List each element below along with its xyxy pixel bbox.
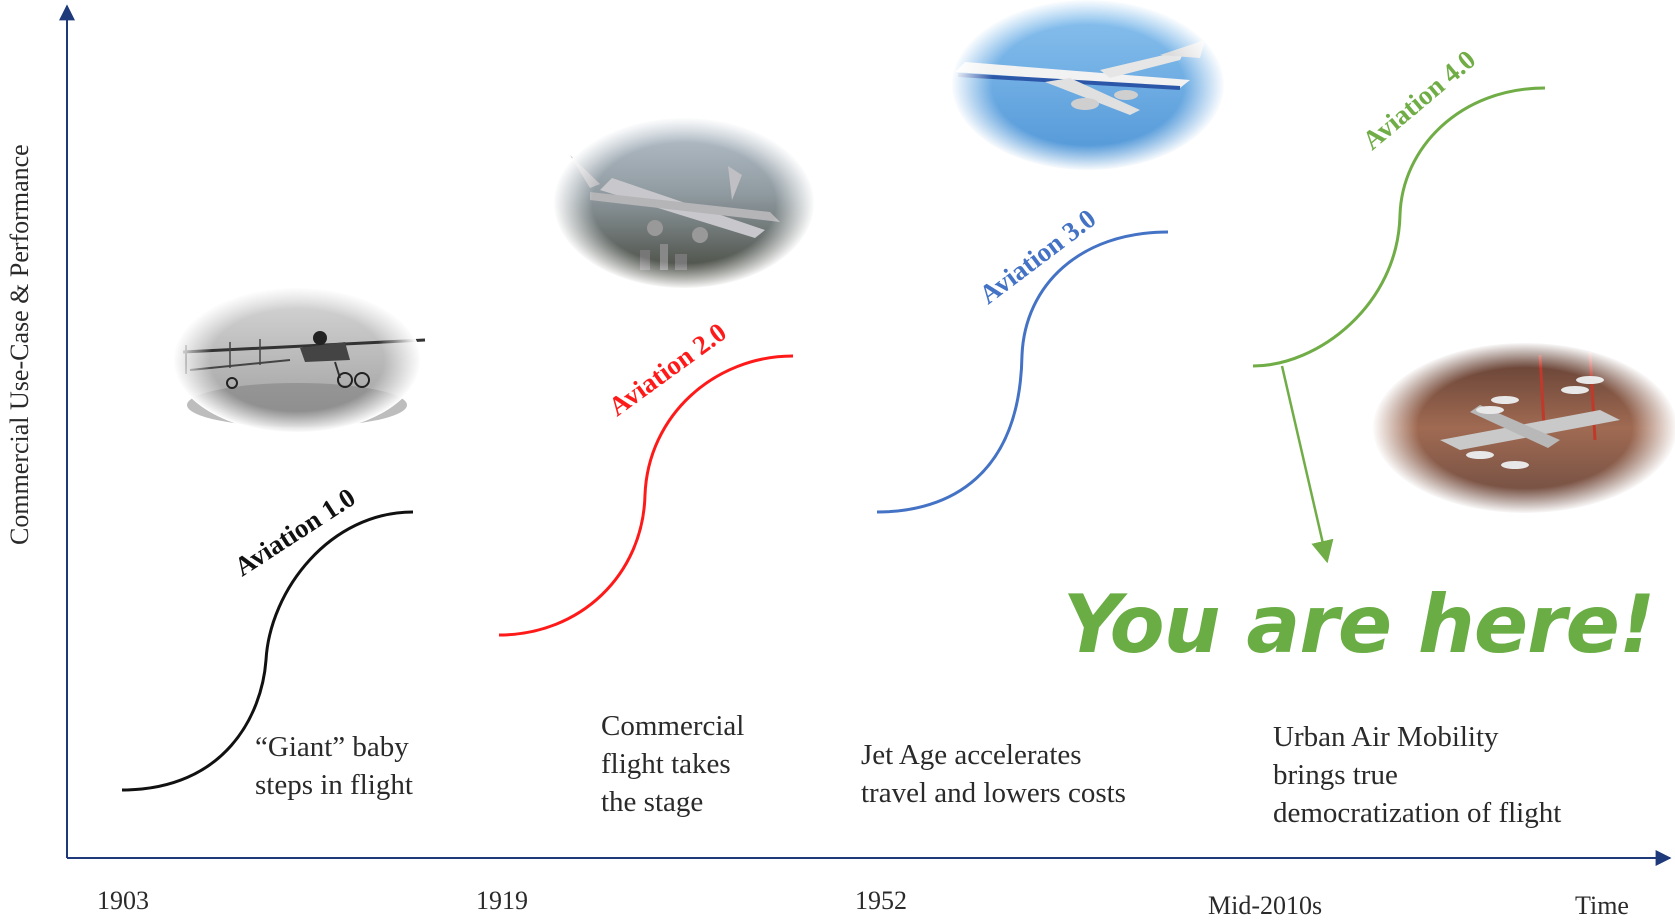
caption-line: democratization of flight bbox=[1273, 797, 1562, 829]
caption-aviation-3: Jet Age accelerates travel and lowers co… bbox=[861, 736, 1126, 812]
caption-line: Jet Age accelerates bbox=[861, 739, 1082, 771]
propeller-airliner-photo bbox=[553, 117, 815, 289]
era-title-3: Aviation 3.0 bbox=[974, 203, 1102, 310]
caption-line: travel and lowers costs bbox=[861, 777, 1126, 809]
tick-label-1919: 1919 bbox=[476, 886, 528, 915]
you-are-here-callout: You are here! bbox=[1063, 578, 1655, 671]
caption-aviation-2: Commercial flight takes the stage bbox=[601, 707, 744, 821]
era-title-4: Aviation 4.0 bbox=[1357, 44, 1482, 155]
caption-line: steps in flight bbox=[255, 769, 413, 801]
caption-line: the stage bbox=[601, 786, 704, 818]
caption-line: Urban Air Mobility bbox=[1273, 721, 1499, 753]
caption-aviation-1: “Giant” baby steps in flight bbox=[255, 728, 413, 804]
tick-label-1903: 1903 bbox=[97, 886, 149, 915]
caption-line: brings true bbox=[1273, 759, 1398, 791]
caption-line: “Giant” baby bbox=[255, 731, 409, 763]
caption-line: Commercial bbox=[601, 710, 745, 742]
tick-label-mid-2010s: Mid-2010s bbox=[1208, 891, 1323, 920]
s-curve-aviation-3 bbox=[876, 230, 1169, 514]
y-axis-label: Commercial Use-Case & Performance bbox=[5, 144, 34, 545]
caption-line: flight takes bbox=[601, 748, 731, 780]
early-monoplane-photo bbox=[173, 287, 426, 433]
evtol-aircraft-photo bbox=[1372, 342, 1675, 514]
s-curve-aviation-1 bbox=[121, 510, 414, 792]
s-curve-aviation-2 bbox=[498, 354, 794, 637]
tick-label-1952: 1952 bbox=[855, 886, 907, 915]
s-curve-aviation-4 bbox=[1252, 86, 1546, 368]
x-axis-label: Time bbox=[1575, 891, 1629, 920]
you-are-here-arrow bbox=[1280, 365, 1334, 564]
jet-airliner-photo bbox=[951, 0, 1225, 171]
era-title-2: Aviation 2.0 bbox=[603, 317, 732, 422]
caption-aviation-4: Urban Air Mobility brings true democrati… bbox=[1273, 718, 1561, 832]
